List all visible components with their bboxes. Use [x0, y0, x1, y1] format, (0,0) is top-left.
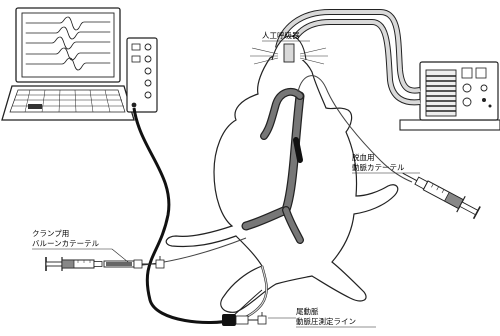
blood-catheter-label-line1: 脱血用 — [352, 152, 375, 162]
ventilator-icon — [400, 62, 500, 130]
label-blood-catheter: 脱血用 動脈カテーテル — [352, 152, 420, 173]
ventilator-label: 人工呼吸器 — [262, 30, 300, 40]
syringe-icon — [398, 165, 481, 220]
signal-cable — [134, 108, 232, 323]
rat-body-icon — [166, 36, 398, 322]
computer-monitor-icon — [2, 8, 134, 120]
blood-catheter-label-line2: 動脈カテーテル — [352, 162, 405, 172]
syringe-icon — [46, 256, 164, 271]
amplifier-unit-icon — [127, 38, 157, 112]
tail-artery-label-line1: 尾動脈 — [296, 306, 319, 316]
clamp-catheter-label-line1: クランプ用 — [32, 229, 69, 238]
tail-artery-label-line2: 動脈圧測定ライン — [296, 316, 356, 326]
clamp-catheter-label-line2: バルーンカテーテル — [32, 239, 100, 248]
label-tail-pressure-line: 尾動脈 動脈圧測定ライン — [268, 306, 376, 327]
